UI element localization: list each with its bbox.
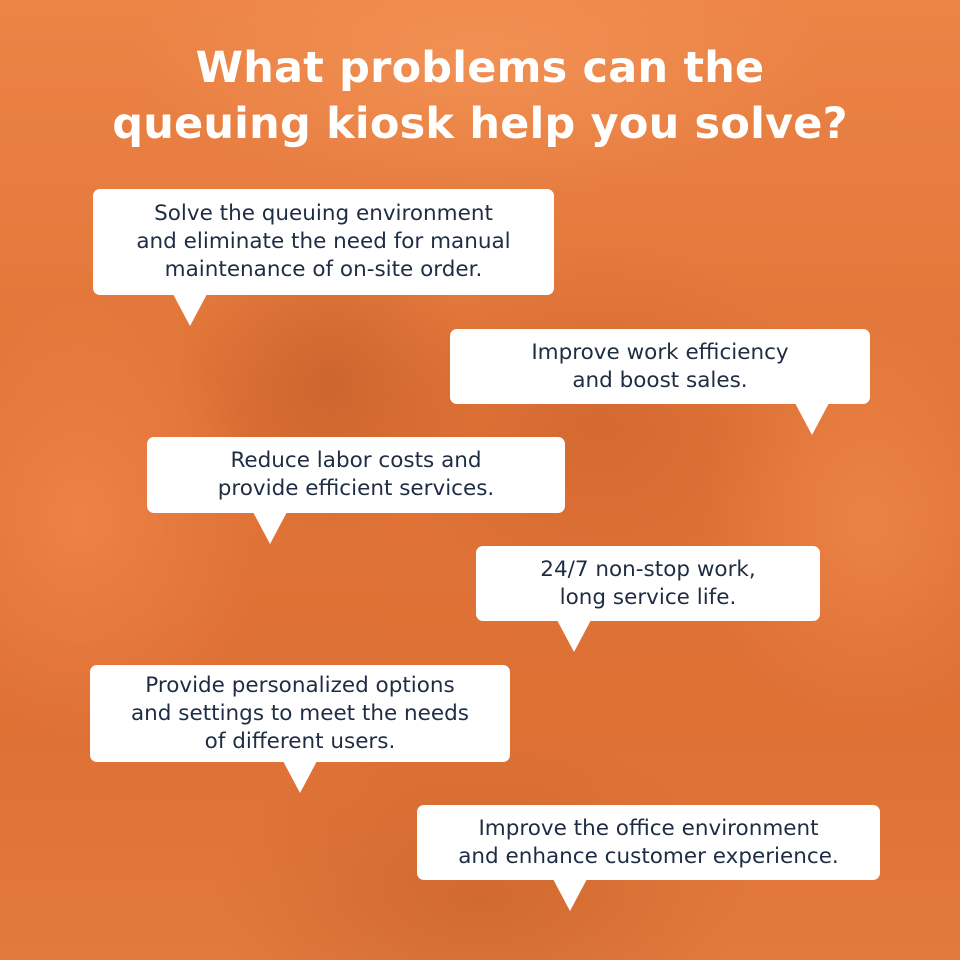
- speech-bubble-office-environment: Improve the office environment and enhan…: [417, 805, 880, 880]
- bubble-text-line: and enhance customer experience.: [458, 843, 839, 869]
- title-line-2: queuing kiosk help you solve?: [112, 99, 848, 149]
- speech-bubble-work-efficiency: Improve work efficiency and boost sales.: [450, 329, 870, 404]
- bubble-tail: [553, 879, 587, 911]
- speech-bubble-personalized-options: Provide personalized options and setting…: [90, 665, 510, 762]
- speech-bubble-labor-costs: Reduce labor costs and provide efficient…: [147, 437, 565, 513]
- bubble-tail: [795, 403, 829, 435]
- bubble-text-line: Provide personalized options: [145, 672, 455, 698]
- bubble-text-line: Reduce labor costs and: [230, 448, 482, 473]
- speech-bubble-non-stop-work: 24/7 non-stop work, long service life.: [476, 546, 820, 621]
- bubble-tail: [253, 512, 287, 544]
- bubble-text-line: Solve the queuing environment: [154, 201, 493, 226]
- title-line-1: What problems can the: [195, 43, 765, 93]
- page-title: What problems can the queuing kiosk help…: [0, 40, 960, 152]
- bubble-text-line: and boost sales.: [572, 367, 748, 393]
- bubble-text-line: and settings to meet the needs: [131, 700, 469, 726]
- bubble-text-line: of different users.: [204, 728, 396, 754]
- bubble-text-line: Improve work efficiency: [531, 339, 789, 365]
- speech-bubble-queuing-environment: Solve the queuing environment and elimin…: [93, 189, 554, 295]
- bubble-text-line: maintenance of on-site order.: [164, 257, 483, 282]
- bubble-text-line: provide efficient services.: [217, 476, 495, 501]
- bubble-text-line: long service life.: [559, 584, 737, 610]
- bubble-text-line: and eliminate the need for manual: [136, 229, 511, 254]
- bubble-tail: [557, 620, 591, 652]
- bubble-tail: [283, 761, 317, 793]
- bubble-tail: [173, 294, 207, 326]
- bubble-text-line: Improve the office environment: [478, 815, 819, 841]
- bubble-text-line: 24/7 non-stop work,: [540, 556, 756, 582]
